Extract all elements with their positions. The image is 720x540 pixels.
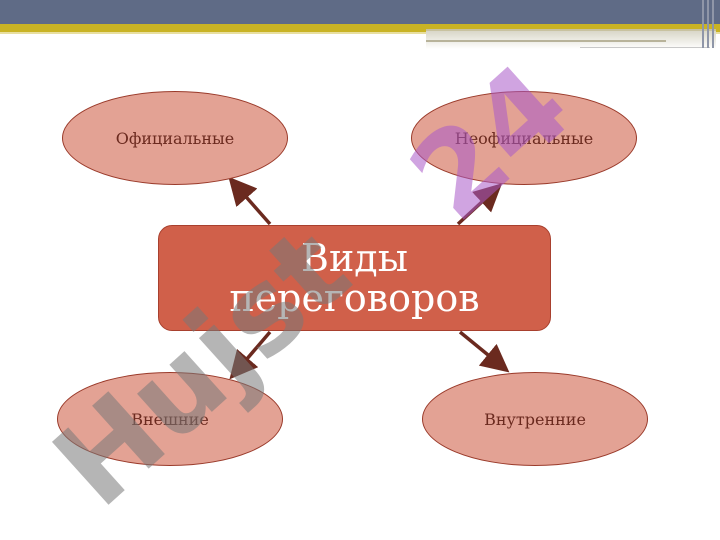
node-internal-label: Внутренние [484,409,586,429]
node-internal: Внутренние [422,372,648,466]
node-official: Официальные [62,91,288,185]
header-vertical-lines [700,0,720,48]
header-tab-decoration [426,29,716,49]
header-tab-line [426,40,666,42]
center-node-label: Виды переговоров [229,236,480,320]
arrow-to-bottom-right [458,330,510,373]
header-bar [0,0,720,24]
arrow-to-top-right [456,183,503,226]
arrow-to-top-left [228,176,272,226]
node-unofficial-label: Неофициальные [454,128,594,148]
gold-accent-line [0,24,720,32]
header-tab-line-thin [580,47,710,48]
center-node: Виды переговоров [158,225,551,331]
node-external: Внешние [57,372,283,466]
gold-accent-highlight [0,32,720,34]
arrow-to-bottom-left [229,330,272,380]
node-external-label: Внешние [131,409,209,429]
node-unofficial: Неофициальные [411,91,637,185]
node-official-label: Официальные [115,128,235,148]
